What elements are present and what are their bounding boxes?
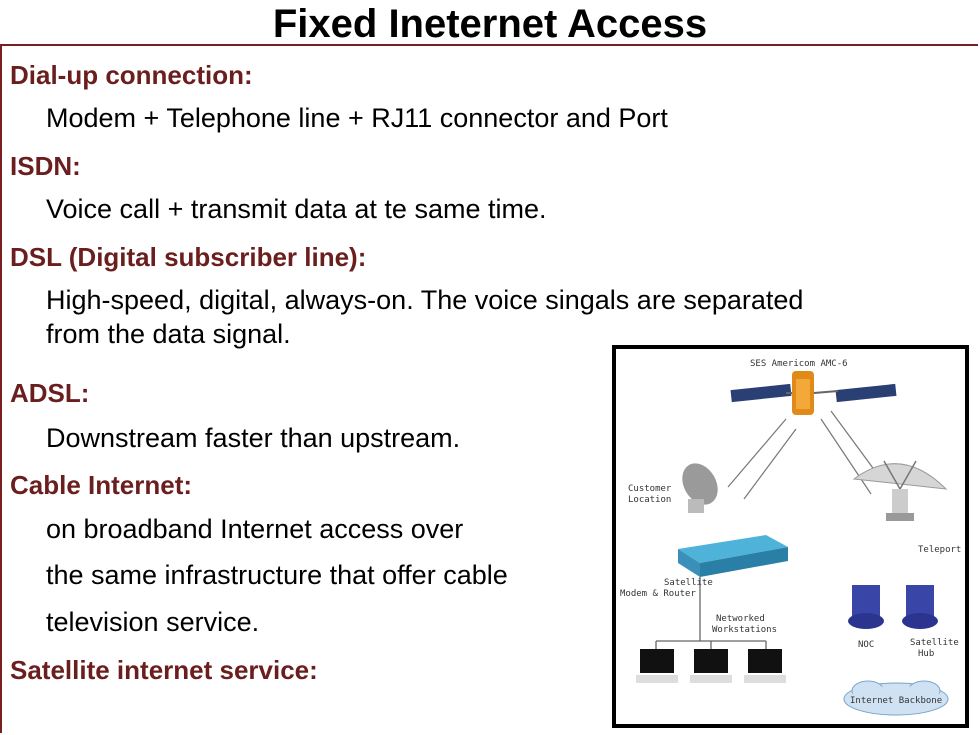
label-customer-line1: Customer <box>628 484 672 494</box>
text-adsl: Downstream faster than upstream. <box>46 423 461 453</box>
customer-dish-icon <box>682 463 718 513</box>
label-hub-line2: Hub <box>918 649 934 659</box>
label-teleport: Teleport <box>918 545 961 555</box>
label-satellite: SES Americom AMC-6 <box>750 359 848 369</box>
content-frame <box>0 44 978 733</box>
label-modem-line2: Modem & Router <box>620 589 696 599</box>
text-cable-line1: on broadband Internet access over <box>46 514 464 544</box>
workstation-icon <box>744 649 786 683</box>
heading-dsl: DSL (Digital subscriber line): <box>10 242 367 272</box>
text-cable-line3: television service. <box>46 607 260 637</box>
heading-isdn: ISDN: <box>10 151 81 181</box>
text-dsl-line1: High-speed, digital, always-on. The voic… <box>46 285 804 315</box>
cloud-icon <box>843 680 949 716</box>
label-backbone: Internet Backbone <box>850 696 942 706</box>
page-title: Fixed Ineternet Access <box>272 2 708 46</box>
text-cable-line2: the same infrastructure that offer cable <box>46 560 508 590</box>
workstation-icon <box>690 649 732 683</box>
satellite-icon <box>730 371 897 415</box>
heading-adsl: ADSL: <box>10 378 90 408</box>
label-customer-line2: Location <box>628 495 671 505</box>
label-workstations-line2: Workstations <box>712 625 777 635</box>
label-workstations-line1: Networked <box>716 614 765 624</box>
satellite-network-diagram: SES Americom AMC-6 Customer Location Sat… <box>612 345 969 728</box>
network-lines <box>655 577 767 649</box>
heading-cable: Cable Internet: <box>10 470 193 500</box>
text-isdn: Voice call + transmit data at te same ti… <box>46 194 547 224</box>
label-hub-line1: Satellite <box>910 638 959 648</box>
hub-server-icon <box>902 585 938 629</box>
heading-dialup: Dial-up connection: <box>10 60 253 90</box>
noc-server-icon <box>848 585 884 629</box>
workstation-icon <box>636 649 678 683</box>
text-dsl-line2: from the data signal. <box>46 319 291 349</box>
teleport-dish-icon <box>852 460 948 521</box>
modem-router-icon <box>678 535 788 577</box>
heading-satellite: Satellite internet service: <box>10 655 318 685</box>
label-noc: NOC <box>858 640 874 650</box>
text-dialup: Modem + Telephone line + RJ11 connector … <box>46 103 668 133</box>
label-modem-line1: Satellite <box>664 578 713 588</box>
signal-arrows <box>727 410 882 500</box>
